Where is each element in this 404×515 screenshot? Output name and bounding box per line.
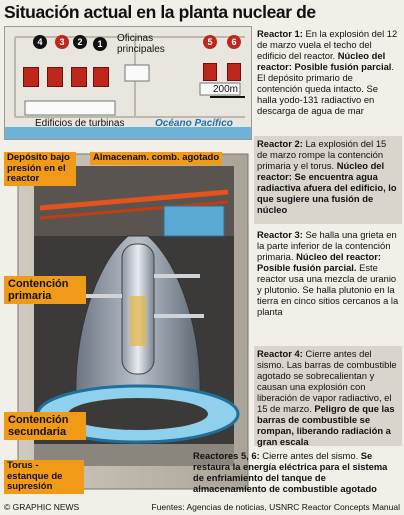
reactor-3-building <box>47 67 63 87</box>
reactor-1-text: En la explosión del 12 de marzo vuela el… <box>257 28 398 61</box>
reactor-5-6-info: Reactores 5, 6: Cierre antes del sismo. … <box>190 448 402 500</box>
pressure-vessel-label: Depósito bajo presión en el reactor <box>4 152 76 186</box>
reactor-5-6-lead: Reactores 5, 6: <box>193 450 260 461</box>
reactor-2-badge: 2 <box>73 35 87 49</box>
reactor-3-tail: Este reactor usa una mezcla de uranio y … <box>257 262 399 317</box>
reactor-4-bold: Peligro de que las barras de combustible… <box>257 403 395 447</box>
reactor-2-lead: Reactor 2: <box>257 138 303 149</box>
footer: © GRAPHIC NEWS Fuentes: Agencias de noti… <box>4 501 402 514</box>
reactor-3-bold: Núcleo del reactor: Posible fusión parci… <box>257 251 381 273</box>
reactor-1-lead: Reactor 1: <box>257 28 303 39</box>
pacific-ocean <box>5 127 251 139</box>
reactor-2-text: La explosión del 15 de marzo rompe la co… <box>257 138 387 171</box>
torus-label: Torus - estanque de supresión <box>4 460 84 494</box>
reactor-4-text: Cierre antes del sismo. Las barras de co… <box>257 348 397 414</box>
reactor-2-info: Reactor 2: La explosión del 15 de marzo … <box>254 136 402 224</box>
reactor-1-badge: 1 <box>93 37 107 51</box>
reactor-1-info: Reactor 1: En la explosión del 12 de mar… <box>254 26 402 134</box>
reactor-cutaway-drawing <box>17 153 249 490</box>
reactor-4-badge: 4 <box>33 35 47 49</box>
reactor-5-badge: 5 <box>203 35 217 49</box>
reactor-6-building <box>227 63 241 81</box>
secondary-containment-label: Contención secundaria <box>4 412 86 440</box>
ocean-label: Océano Pacífico <box>155 118 233 129</box>
reactor-4-info: Reactor 4: Cierre antes del sismo. Las b… <box>254 346 402 447</box>
reactor-5-6-bold: Se restaura la energía eléctrica para el… <box>193 450 388 494</box>
reactor-4-building <box>23 67 39 87</box>
reactor-1-building <box>93 67 109 87</box>
reactor-6-badge: 6 <box>227 35 241 49</box>
reactor-3-badge: 3 <box>55 35 69 49</box>
footer-credit: © GRAPHIC NEWS <box>4 502 80 512</box>
fuel-storage-label: Almacenam. comb. agotado <box>90 152 223 165</box>
reactor-5-building <box>203 63 217 81</box>
reactor-2-bold: Núcleo del reactor: Se encuentra agua ra… <box>257 160 397 215</box>
reactor-1-tail: . El depósito primario de contención que… <box>257 61 395 116</box>
offices-label: Oficinas principales <box>117 33 165 55</box>
turbines-label: Edificios de turbinas <box>35 118 125 129</box>
reactor-diagram: Depósito bajo presión en el reactor Alma… <box>4 146 252 498</box>
reactor-2-building <box>71 67 87 87</box>
reactor-4-lead: Reactor 4: <box>257 348 303 359</box>
reactor-5-6-text: Cierre antes del sismo. <box>259 450 361 461</box>
primary-containment-label: Contención primaria <box>4 276 86 304</box>
site-map: 4 3 2 1 5 6 Oficinas principales 200m Ed… <box>4 26 252 140</box>
reactor-3-lead: Reactor 3: <box>257 229 303 240</box>
reactor-1-bold: Núcleo del reactor: Posible fusión parci… <box>257 50 392 72</box>
footer-source: Fuentes: Agencias de noticias, USNRC Rea… <box>151 502 400 512</box>
reactor-3-info: Reactor 3: Se halla una grieta en la par… <box>254 227 402 345</box>
reactor-3-text: Se halla una grieta en la parte inferior… <box>257 229 397 262</box>
scale-label: 200m <box>213 84 239 95</box>
